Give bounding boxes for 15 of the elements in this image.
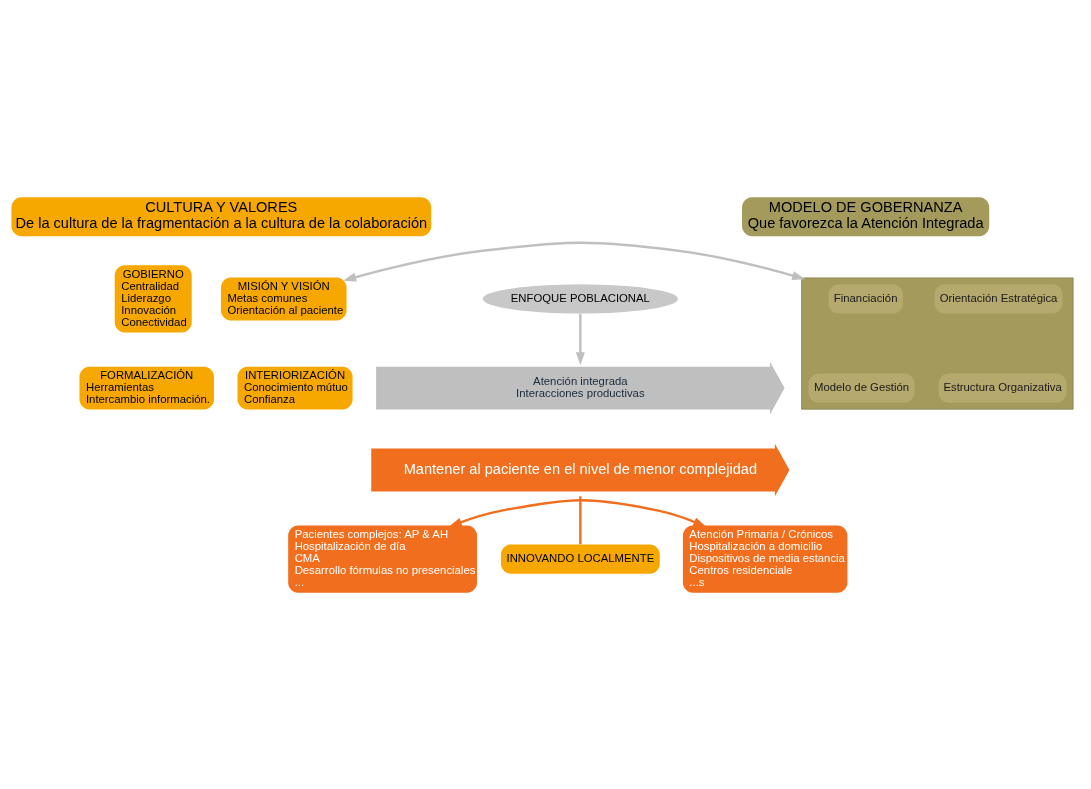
cluster (801, 277, 1074, 410)
arrow (343, 241, 806, 282)
node-box: CULTURA Y VALORES De la cultura de la fragmentación a la cultura de la colaboración (11, 196, 432, 236)
arrow (448, 498, 707, 527)
node-box: GOBIERNO Centralidad Liderazgo Innovación Conectividad (114, 264, 192, 333)
arrow (575, 313, 585, 365)
node-ellipse: ENFOQUE POBLACIONAL (482, 283, 678, 314)
node-box: MISIÓN Y VISIÓN Metas comunes Orientación al paciente (220, 277, 347, 320)
node-box: MODELO DE GOBERNANZA Que favorezca la Atención Integrada (742, 196, 990, 236)
node-box: INNOVANDO LOCALMENTE (500, 544, 660, 574)
node-box: Atención Primaria / Crónicos Hospitalización a domicilio Dispositivos de media estancia Centros residenciale ...s (682, 525, 848, 593)
node-box: FORMALIZACIÓN Herramientas Intercambio información. (79, 366, 214, 410)
node-box: INTERIORIZACIÓN Conocimiento mútuo Confianza (237, 366, 353, 410)
node-box: Pacientes complejos: AP & AH Hospitalización de día CMA Desarrollo fórmulas no presenciales ... (288, 525, 477, 593)
connector (579, 495, 582, 544)
